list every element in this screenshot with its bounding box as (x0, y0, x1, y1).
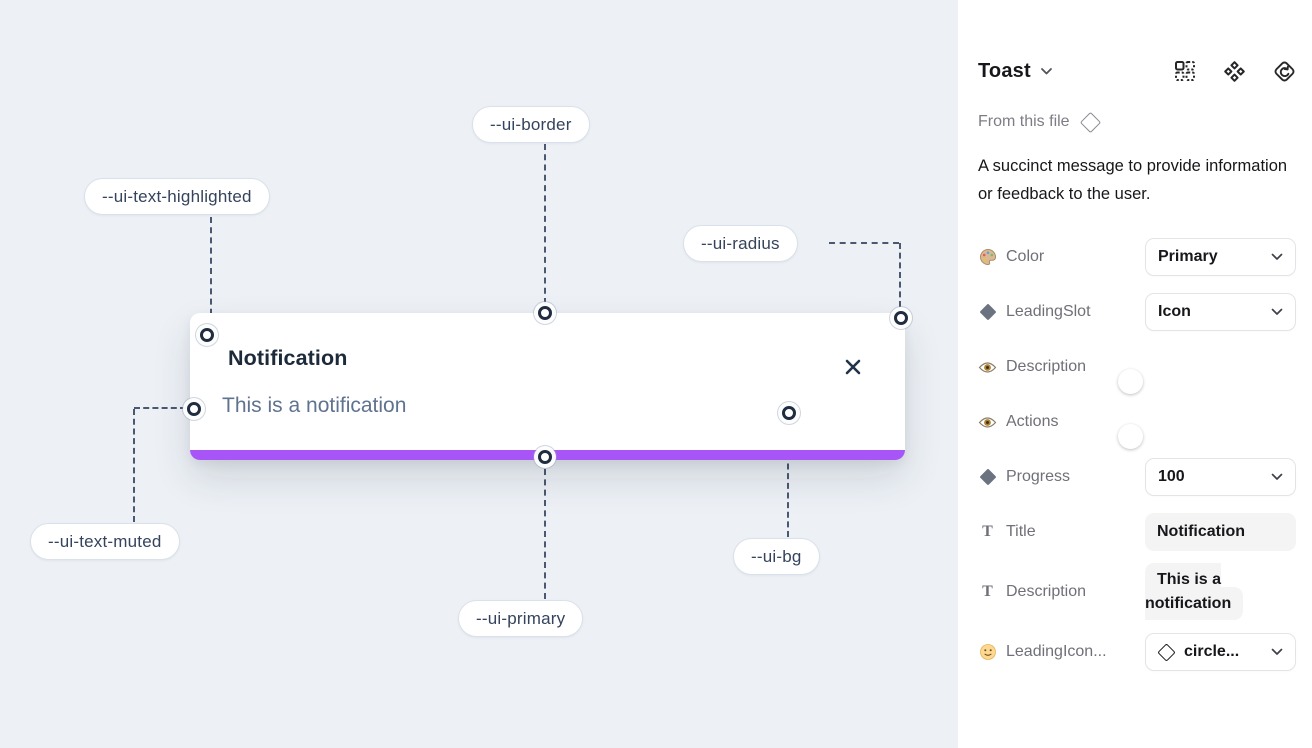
property-label: Description (1006, 583, 1087, 600)
description-input[interactable]: This is a notification (1145, 563, 1244, 620)
property-label: LeadingIcon... (1006, 643, 1107, 660)
anchor-point-radius[interactable] (894, 311, 908, 325)
property-row-leadingslot: LeadingSlot Icon (978, 293, 1296, 331)
leadingicon-select-value: circle... (1184, 643, 1240, 660)
property-label: Title (1006, 523, 1036, 540)
chevron-down-icon (1040, 67, 1052, 74)
property-row-leadingicon: LeadingIcon... circle... (978, 633, 1296, 671)
property-row-progress: Progress 100 (978, 458, 1296, 496)
toast-title: Notification (228, 346, 348, 370)
text-icon: T (982, 583, 993, 600)
property-list: Color Primary LeadingSlot Icon (978, 238, 1296, 671)
property-row-description-text: T Description This is a notification (978, 563, 1296, 620)
dashed-connector (210, 217, 212, 325)
components-icon[interactable] (1223, 60, 1246, 83)
diamond-icon (978, 468, 997, 486)
swap-instance-icon[interactable] (1273, 60, 1296, 83)
anchor-point-muted[interactable] (187, 402, 201, 416)
chevron-down-icon (1271, 648, 1283, 656)
progress-select-value: 100 (1158, 468, 1185, 485)
css-var-label-ui-bg[interactable]: --ui-bg (733, 538, 820, 575)
component-description: A succinct message to provide informatio… (978, 157, 1288, 203)
css-var-label-ui-primary[interactable]: --ui-primary (458, 600, 584, 637)
progress-select[interactable]: 100 (1145, 458, 1296, 496)
design-canvas: --ui-border --ui-text-highlighted --ui-r… (0, 0, 958, 748)
toggle-knob (1118, 424, 1143, 449)
properties-panel: Toast (958, 0, 1312, 748)
chevron-down-icon (1271, 253, 1283, 261)
anchor-point-highlighted[interactable] (200, 328, 214, 342)
diamond-outline-icon (1157, 642, 1176, 662)
toast-close-button[interactable] (841, 355, 865, 379)
property-row-actions-toggle: Actions (978, 403, 1296, 449)
dashed-connector (899, 243, 901, 307)
chevron-down-icon (1271, 308, 1283, 316)
dashed-connector (544, 144, 546, 304)
eye-icon (978, 416, 997, 429)
component-title: Toast (978, 59, 1031, 82)
leadingslot-select-value: Icon (1158, 303, 1191, 320)
toast-description: This is a notification (222, 394, 407, 417)
property-label: Description (1006, 358, 1087, 375)
leadingslot-select[interactable]: Icon (1145, 293, 1296, 331)
palette-icon (978, 248, 997, 266)
panel-header: Toast (978, 56, 1296, 86)
anchor-point-primary[interactable] (538, 450, 552, 464)
component-title-dropdown[interactable] (1040, 67, 1053, 76)
css-var-label-ui-text-muted[interactable]: --ui-text-muted (30, 523, 180, 560)
property-label: Progress (1006, 468, 1071, 485)
smiley-icon (978, 643, 997, 661)
text-icon: T (982, 523, 993, 540)
css-var-label-ui-border[interactable]: --ui-border (472, 106, 590, 143)
toggle-knob (1118, 369, 1143, 394)
property-row-description-toggle: Description (978, 348, 1296, 394)
property-row-color: Color Primary (978, 238, 1296, 276)
dashed-connector (134, 407, 186, 409)
property-label: Color (1006, 248, 1045, 265)
title-input[interactable]: Notification (1145, 513, 1296, 551)
component-diamond-icon (1079, 111, 1101, 133)
source-row: From this file (978, 111, 1296, 133)
variants-icon[interactable] (1173, 60, 1196, 83)
eye-icon (978, 361, 997, 374)
color-select-value: Primary (1158, 248, 1218, 265)
property-label: Actions (1006, 413, 1059, 430)
css-var-label-ui-radius[interactable]: --ui-radius (683, 225, 798, 262)
chevron-down-icon (1271, 473, 1283, 481)
property-label: LeadingSlot (1006, 303, 1091, 320)
anchor-point-border[interactable] (538, 306, 552, 320)
dashed-connector (133, 409, 135, 522)
close-icon (845, 359, 861, 375)
source-label: From this file (978, 113, 1070, 130)
leadingicon-select[interactable]: circle... (1145, 633, 1296, 671)
color-select[interactable]: Primary (1145, 238, 1296, 276)
anchor-point-bg[interactable] (782, 406, 796, 420)
toast-card[interactable]: Notification This is a notification (190, 313, 905, 460)
property-row-title: T Title Notification (978, 513, 1296, 551)
css-var-label-ui-text-highlighted[interactable]: --ui-text-highlighted (84, 178, 270, 215)
dashed-connector (787, 425, 789, 537)
diamond-icon (978, 303, 997, 321)
dashed-connector (544, 469, 546, 599)
dashed-connector (829, 242, 899, 244)
